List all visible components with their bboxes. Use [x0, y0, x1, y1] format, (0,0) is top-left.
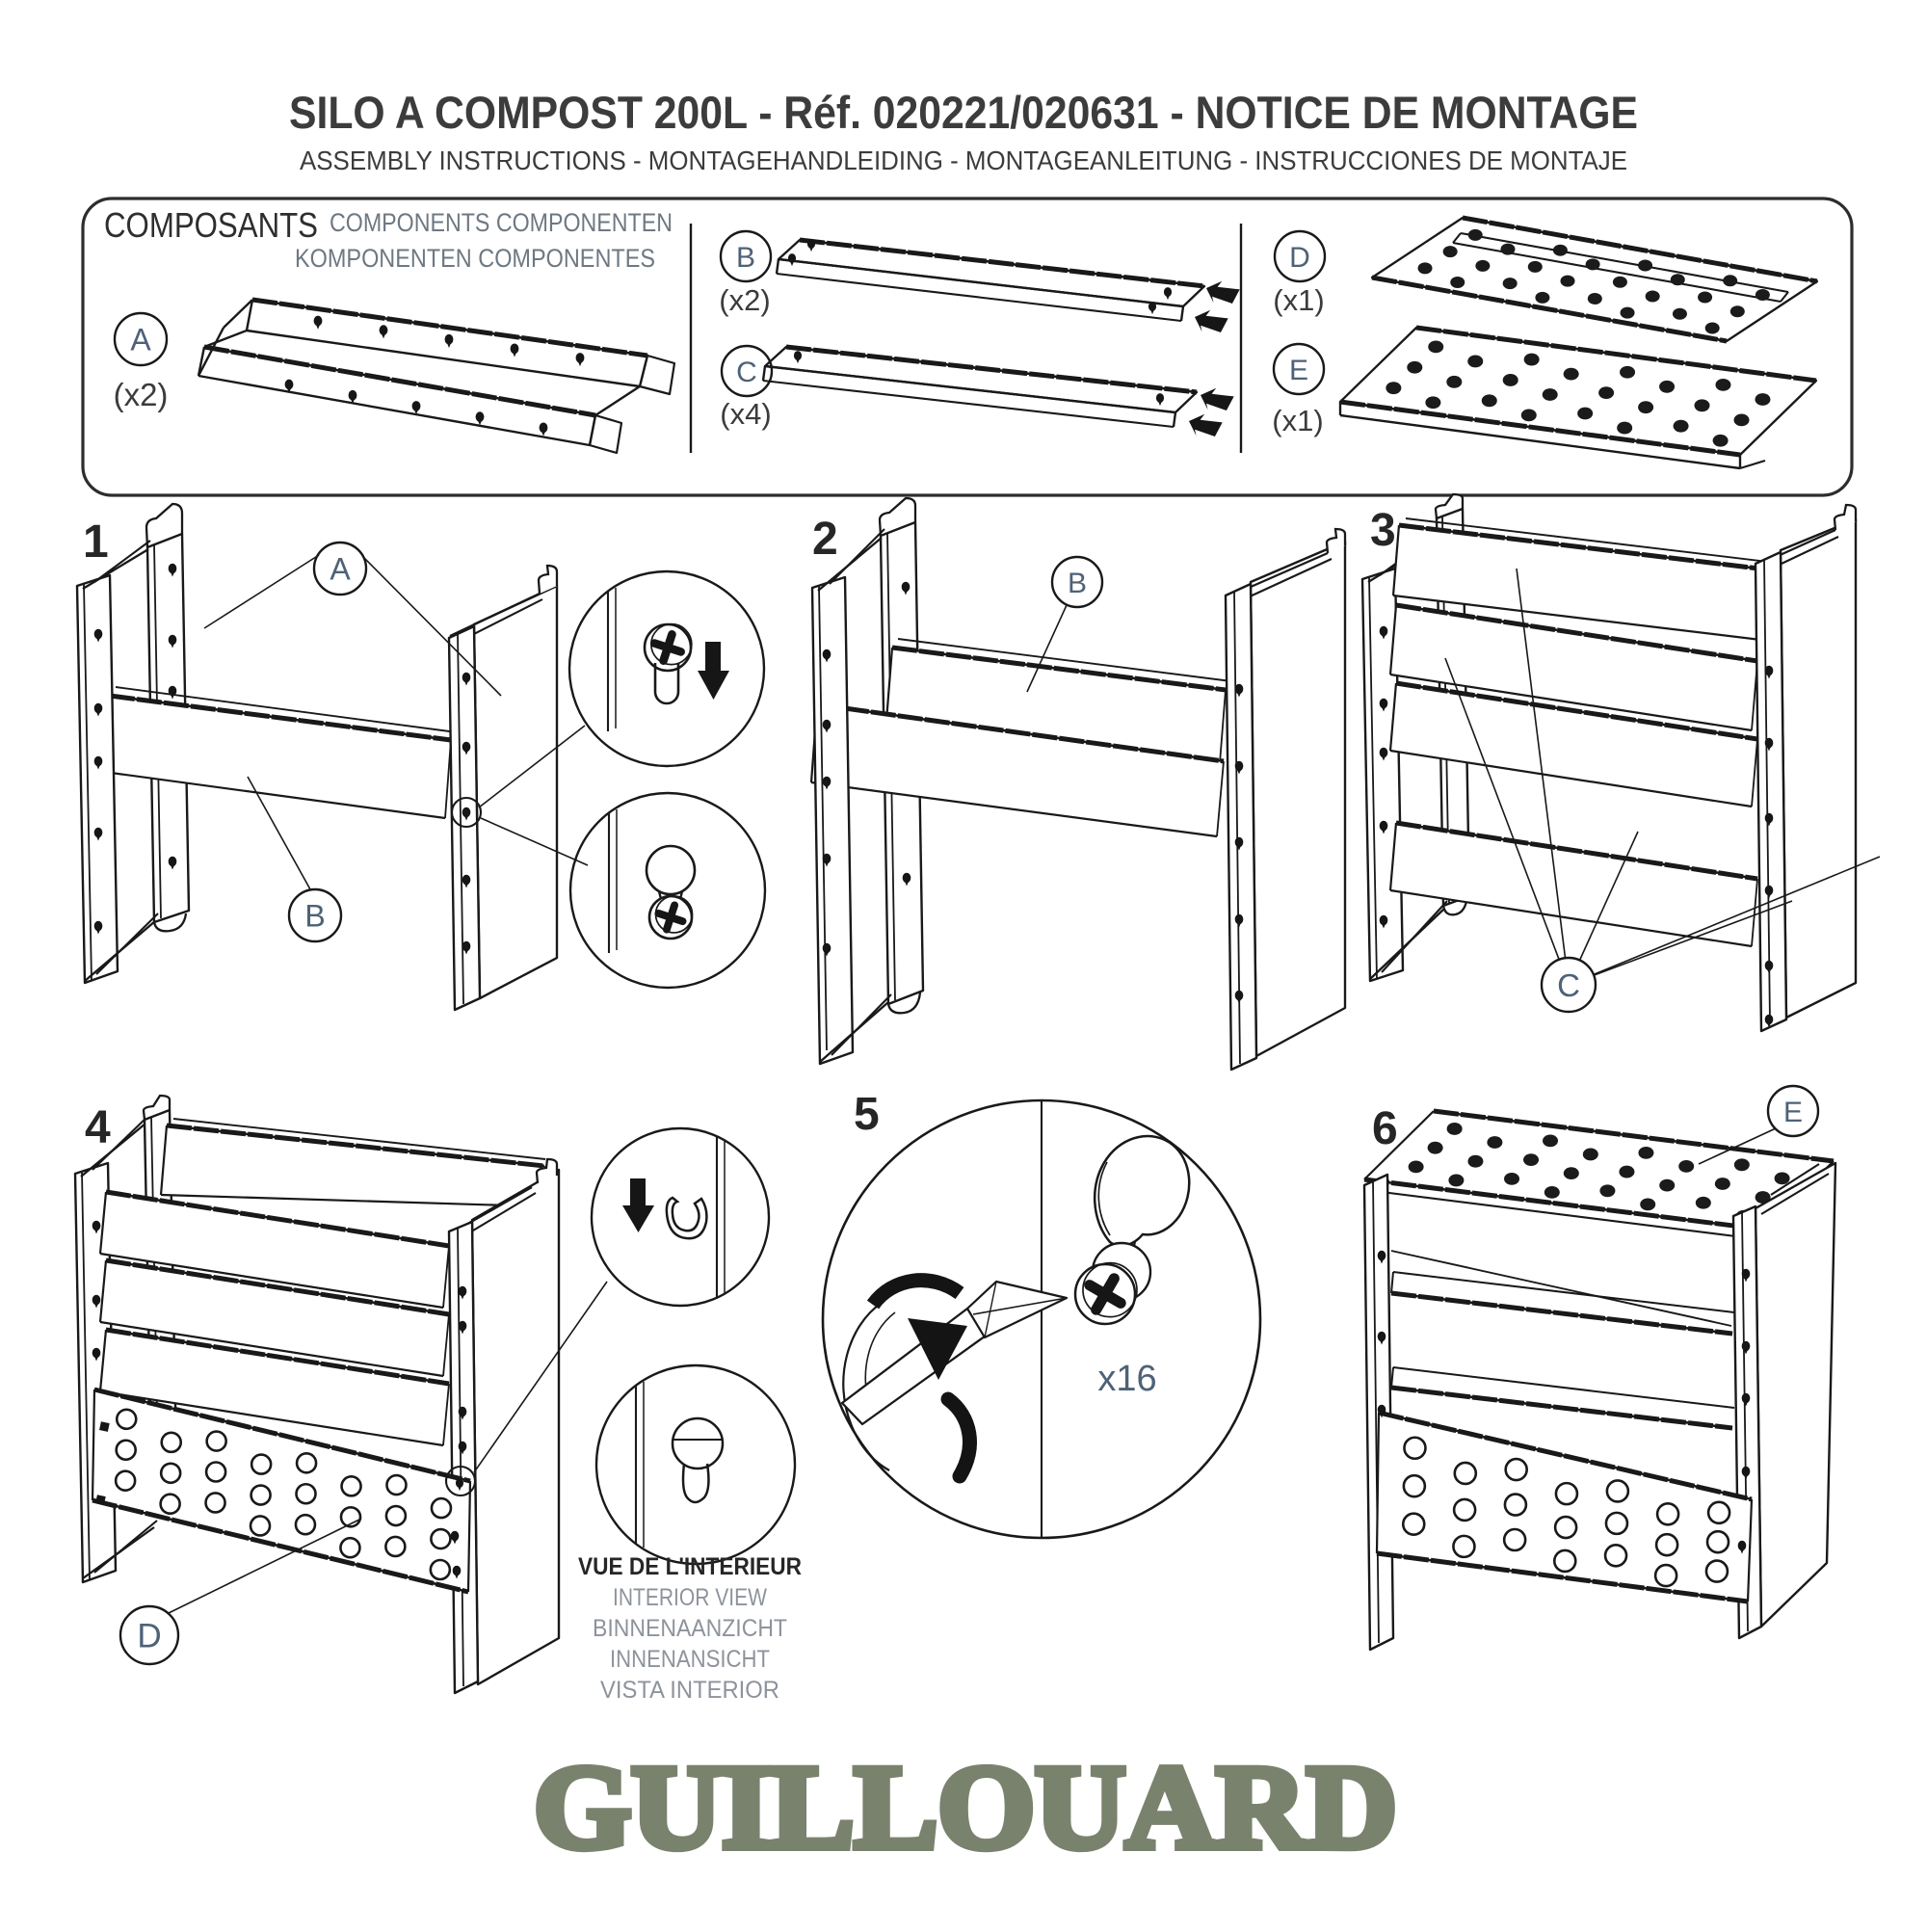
svg-text:E: E: [1783, 1097, 1803, 1128]
svg-text:B: B: [736, 242, 755, 274]
svg-text:B: B: [304, 899, 325, 934]
svg-text:E: E: [1289, 355, 1308, 386]
svg-text:4: 4: [85, 1102, 111, 1153]
svg-text:D: D: [1289, 242, 1310, 274]
svg-text:KOMPONENTEN COMPONENTES: KOMPONENTEN COMPONENTES: [295, 244, 655, 273]
svg-text:COMPOSANTS: COMPOSANTS: [104, 205, 318, 245]
svg-text:5: 5: [854, 1089, 880, 1140]
svg-text:COMPONENTS COMPONENTEN: COMPONENTS COMPONENTEN: [330, 208, 673, 237]
svg-text:1: 1: [83, 516, 109, 568]
svg-text:INNENANSICHT: INNENANSICHT: [610, 1646, 770, 1673]
svg-text:(x2): (x2): [719, 283, 770, 317]
svg-text:ASSEMBLY INSTRUCTIONS - MONTAG: ASSEMBLY INSTRUCTIONS - MONTAGEHANDLEIDI…: [300, 146, 1627, 175]
svg-text:A: A: [130, 323, 151, 357]
svg-text:6: 6: [1372, 1103, 1398, 1154]
svg-text:GUILLOUARD: GUILLOUARD: [534, 1741, 1397, 1873]
svg-text:C: C: [1557, 967, 1580, 1003]
svg-text:D: D: [137, 1618, 161, 1655]
svg-text:C: C: [736, 357, 757, 388]
svg-text:3: 3: [1370, 505, 1396, 556]
svg-text:INTERIOR VIEW: INTERIOR VIEW: [613, 1584, 767, 1611]
svg-text:(x2): (x2): [114, 377, 169, 412]
svg-text:B: B: [1068, 568, 1087, 599]
svg-text:VISTA INTERIOR: VISTA INTERIOR: [600, 1677, 779, 1704]
svg-text:(x1): (x1): [1273, 283, 1324, 317]
svg-text:x16: x16: [1097, 1359, 1156, 1399]
svg-text:VUE DE L'INTERIEUR: VUE DE L'INTERIEUR: [578, 1553, 802, 1580]
svg-text:(x1): (x1): [1272, 404, 1323, 437]
svg-text:A: A: [330, 552, 351, 587]
svg-text:2: 2: [812, 514, 838, 565]
svg-text:SILO A COMPOST 200L - Réf. 020: SILO A COMPOST 200L - Réf. 020221/020631…: [289, 87, 1638, 138]
svg-text:(x4): (x4): [720, 397, 771, 431]
svg-text:BINNENAANZICHT: BINNENAANZICHT: [593, 1615, 787, 1642]
